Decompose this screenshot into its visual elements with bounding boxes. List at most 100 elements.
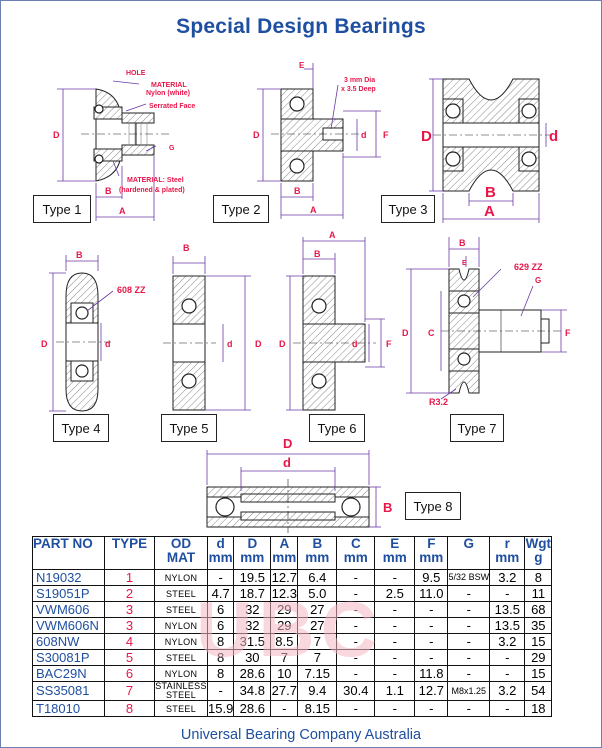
type8-drawing: D d B xyxy=(206,436,392,533)
cell-g: - xyxy=(447,617,491,634)
type7-bearing-note: 629 ZZ xyxy=(514,262,543,272)
type4-dim-small-d: d xyxy=(105,339,111,349)
cell-type: 4 xyxy=(104,633,155,650)
header-g-line1: G xyxy=(463,536,475,551)
cell-type: 1 xyxy=(104,569,155,586)
type1-material-top-2: Nylon (white) xyxy=(146,90,190,97)
cell-wgt: 18 xyxy=(524,700,553,717)
ubc-watermark: UBC xyxy=(196,585,383,673)
type7-label: Type 7 xyxy=(450,414,504,442)
header-e-line2: mm xyxy=(382,550,407,565)
cell-type: 3 xyxy=(104,617,155,634)
cell-part-no: S30081P xyxy=(32,649,105,666)
cell-e: - xyxy=(374,700,416,717)
cell-wgt: 54 xyxy=(524,681,553,701)
header-od-mat-line2: MAT xyxy=(166,550,196,565)
type6-dim-b: B xyxy=(314,249,321,259)
type7-dim-e: E xyxy=(462,260,467,267)
type2-dim-b: B xyxy=(294,186,301,196)
type3-dim-b: B xyxy=(485,184,496,201)
type2-dim-e: E xyxy=(299,61,305,70)
type1-g-label: G xyxy=(169,145,175,152)
cell-g: - xyxy=(447,585,491,602)
type4-label: Type 4 xyxy=(53,414,109,442)
header-type: TYPE xyxy=(104,536,155,570)
type6-dim-d: D xyxy=(279,339,286,349)
type1-drawing: D B A HOLE MATERIAL Nylon (white) Serrat… xyxy=(53,70,195,221)
cell-big-d: 28.6 xyxy=(233,700,272,717)
cell-r: - xyxy=(489,700,526,717)
cell-r: - xyxy=(489,585,526,602)
type2-drawing: D d F E B A 3 mm Dia x 3.5 Deep xyxy=(253,61,389,219)
cell-f: 12.7 xyxy=(414,681,449,701)
cell-f: 9.5 xyxy=(414,569,449,586)
type3-label: Type 3 xyxy=(381,195,435,223)
cell-big-d: 28.6 xyxy=(233,665,272,682)
cell-b: 5.0 xyxy=(297,585,338,602)
type4-dim-d: D xyxy=(41,339,48,349)
type2-dia-note: 3 mm Dia xyxy=(344,77,375,84)
header-od-mat-line1: OD xyxy=(170,536,192,551)
cell-r: 3.2 xyxy=(489,633,526,650)
cell-g: - xyxy=(447,633,491,650)
cell-d: - xyxy=(206,681,235,701)
type1-dim-a: A xyxy=(119,206,126,216)
cell-wgt: 15 xyxy=(524,633,553,650)
cell-part-no: VWM606 xyxy=(32,601,105,618)
cell-type: 5 xyxy=(104,649,155,666)
header-part-no-line1: PART NO xyxy=(33,536,93,551)
cell-f: - xyxy=(414,633,449,650)
cell-part-no: BAC29N xyxy=(32,665,105,682)
cell-f: - xyxy=(414,649,449,666)
type8-dim-b: B xyxy=(383,500,392,515)
cell-part-no: T18010 xyxy=(32,700,105,717)
page-footer: Universal Bearing Company Australia xyxy=(180,727,422,743)
type1-material-bottom: MATERIAL: Steel xyxy=(127,177,184,184)
cell-a: 27.7 xyxy=(270,681,299,701)
type7-dim-d: D xyxy=(402,328,409,338)
cell-wgt: 68 xyxy=(524,601,553,618)
cell-od-mat: STEEL xyxy=(154,700,208,717)
cell-big-d: 19.5 xyxy=(233,569,272,586)
cell-a: - xyxy=(270,700,299,717)
type3-dim-small-d: d xyxy=(549,128,558,145)
header-d-line1: d xyxy=(216,536,225,551)
type6-label: Type 6 xyxy=(309,414,365,442)
type5-drawing: B d D xyxy=(163,243,262,411)
type7-radius-note: R3.2 xyxy=(429,397,448,407)
type8-dim-small-d: d xyxy=(283,455,291,470)
type8-label: Type 8 xyxy=(405,492,461,520)
cell-r: - xyxy=(489,649,526,666)
cell-b: 8.15 xyxy=(297,700,338,717)
header-g: G xyxy=(447,536,491,570)
header-a-line2: mm xyxy=(272,550,297,565)
bearing-drawings: D B A HOLE MATERIAL Nylon (white) Serrat… xyxy=(41,61,571,533)
cell-part-no: S19051P xyxy=(32,585,105,602)
type5-dim-d: D xyxy=(255,339,262,349)
cell-g: 5/32 BSW xyxy=(447,569,491,586)
cell-r: 13.5 xyxy=(489,617,526,634)
header-a-line1: A xyxy=(279,536,290,551)
cell-r: - xyxy=(489,665,526,682)
type2-dim-d: D xyxy=(253,130,260,140)
type4-bearing-note: 608 ZZ xyxy=(117,285,146,295)
cell-part-no: N19032 xyxy=(32,569,105,586)
type6-dim-small-d: d xyxy=(352,339,358,349)
type3-dim-d: D xyxy=(421,128,432,145)
cell-wgt: 8 xyxy=(524,569,553,586)
type6-drawing: D A B d F xyxy=(279,230,392,411)
type6-dim-a: A xyxy=(329,230,336,240)
cell-big-d: 34.8 xyxy=(233,681,272,701)
